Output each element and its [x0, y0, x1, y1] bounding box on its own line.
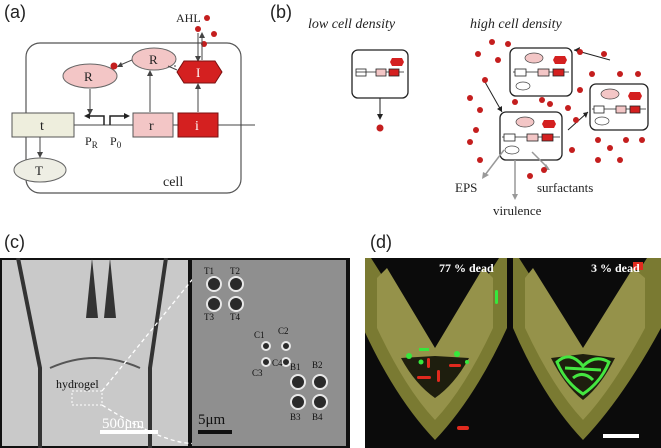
i-gene-box — [177, 112, 219, 138]
low-density-cell — [351, 49, 409, 132]
r-gene-box — [132, 112, 174, 138]
panel-b-diagram: low cell density high cell density — [308, 17, 649, 218]
high-density-cell-3 — [499, 111, 563, 161]
dead-right-label: 3 % dead — [591, 261, 640, 275]
ahl-dot — [204, 15, 210, 21]
high-density-label: high cell density — [470, 17, 563, 32]
R-left-label: R — [84, 69, 93, 84]
panel-c-label: (c) — [4, 232, 25, 252]
T-oval — [13, 157, 67, 183]
output-surfactants: surfactants — [537, 180, 593, 195]
trap-B4: B4 — [312, 412, 323, 422]
trap-C3: C3 — [252, 368, 263, 378]
R-left-oval — [62, 63, 118, 89]
hydrogel-label: hydrogel — [56, 377, 99, 391]
I-hexagon — [176, 60, 223, 84]
dead-left-label: 77 % dead — [439, 261, 494, 275]
ahl-dot — [211, 31, 217, 37]
i-label: i — [195, 119, 199, 134]
ahl-dots — [467, 39, 645, 179]
high-density-cell-1 — [509, 47, 573, 97]
low-density-label: low cell density — [308, 17, 396, 32]
trap-wells — [206, 276, 328, 410]
trap-C4: C4 — [272, 358, 283, 368]
cell-label: cell — [163, 175, 183, 190]
panel-d-micrograph: 77 % dead 3 % dead — [365, 258, 661, 448]
trap-C2: C2 — [278, 326, 289, 336]
ahl-dot — [195, 26, 201, 32]
trap-T2: T2 — [230, 266, 240, 276]
output-virulence: virulence — [493, 203, 542, 218]
trap-B1: B1 — [290, 362, 301, 372]
panel-d-label: (d) — [370, 232, 392, 252]
trap-B2: B2 — [312, 360, 323, 370]
T-label: T — [35, 163, 43, 178]
scale-right-label: 5μm — [198, 412, 226, 428]
trap-B3: B3 — [290, 412, 301, 422]
t-label: t — [40, 119, 44, 134]
I-label: I — [196, 65, 200, 80]
promoter-p0: P0 — [110, 134, 122, 150]
R-top-label: R — [149, 52, 158, 67]
t-gene-box — [11, 112, 75, 138]
panel-b-label: (b) — [270, 2, 292, 22]
panel-c-micrograph: hydrogel 500μm T1 T2 T3 T4 C1 C2 C3 C4 B… — [0, 258, 350, 448]
trap-T4: T4 — [230, 312, 240, 322]
bound-ahl-dot — [110, 62, 118, 70]
promoter-pr: PR — [85, 134, 98, 150]
r-label: r — [149, 119, 154, 134]
panel-a-diagram: cell AHL I R R t PR P0 r i T — [11, 11, 255, 194]
high-density-cell-2 — [589, 83, 649, 131]
output-eps: EPS — [455, 180, 477, 195]
scale-left-label: 500μm — [102, 416, 145, 432]
ahl-label: AHL — [176, 11, 201, 25]
trap-T1: T1 — [204, 266, 214, 276]
R-top-oval — [131, 47, 177, 71]
trap-C1: C1 — [254, 330, 265, 340]
trap-T3: T3 — [204, 312, 214, 322]
panel-a-label: (a) — [4, 2, 26, 22]
